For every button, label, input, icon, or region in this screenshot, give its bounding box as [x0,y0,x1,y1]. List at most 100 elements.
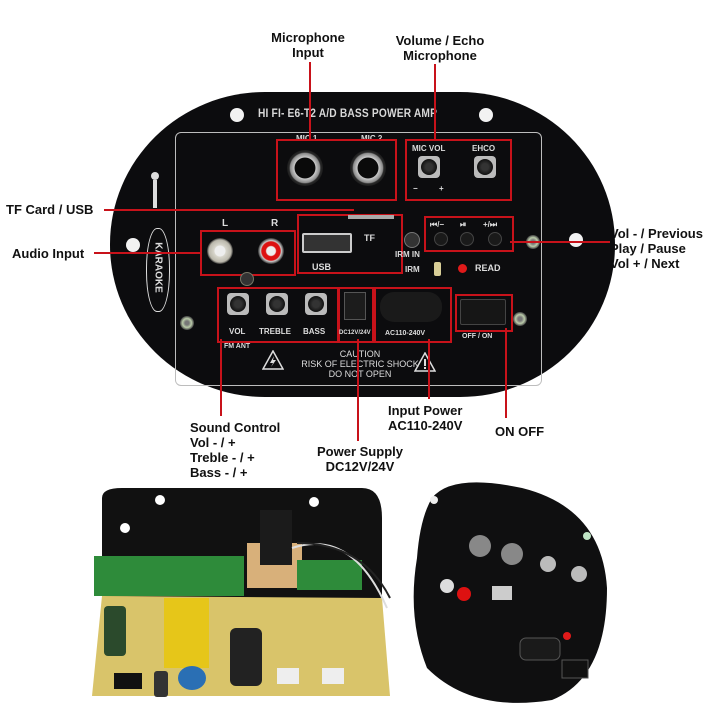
switch-label: OFF / ON [462,333,493,340]
power-switch[interactable] [460,299,506,325]
irm-sensor [434,262,441,276]
panel-screw [180,316,194,330]
usb-label: USB [312,262,332,272]
prev-label: ⏮/− [430,220,445,229]
mount-hole [126,238,140,252]
mount-hole [230,108,244,122]
ir-receiver [404,232,420,248]
caution-risk: RISK OF ELECTRIC SHOCK [301,359,419,369]
ac-label: AC110-240V [385,330,426,337]
angled-switch [561,659,589,679]
mic-jack-block [260,510,292,565]
callout-audio-input: Audio Input [12,246,85,261]
irm-in-label: IRM IN [395,250,420,259]
next-button[interactable] [488,232,502,246]
mic2-label: MIC 2 [361,134,383,143]
shock-warning-icon [262,350,284,370]
left-channel-label: L [222,218,229,229]
tf-card-slot[interactable] [348,215,394,219]
echo-knob[interactable] [474,156,496,178]
tf-label: TF [364,233,375,243]
vol-knob[interactable] [227,293,249,315]
transformer [164,598,209,668]
callout-microphone-input: Microphone Input [271,30,345,60]
next-label: +/⏭ [483,220,498,229]
mic1-jack[interactable] [287,150,323,186]
capacitor-small [154,671,168,697]
mic1-label: MIC 1 [296,134,318,143]
callout-playback: Vol - / Previous Play / Pause Vol + / Ne… [610,226,703,271]
dc-label: DC12V/24V [339,330,371,336]
amplifier-panel-angled-photo [413,482,607,703]
mount-hole [479,108,493,122]
callout-on-off: ON OFF [495,424,545,439]
mic-vol-label: MIC VOL [412,144,446,153]
rca-left-jack[interactable] [207,238,233,264]
callout-input-power: Input Power AC110-240V [388,403,463,433]
angled-mic-vol [540,556,556,572]
leader-power-supply [357,339,359,441]
treble-label: TREBLE [259,327,291,336]
mic-input-highlight [276,139,397,201]
ceramic-capacitor [178,666,206,690]
aux-jack[interactable] [240,272,254,286]
angled-mic1 [469,535,491,557]
leader-mic-input [309,62,311,139]
angled-mic2 [501,543,523,565]
angled-mount-hole [430,496,438,504]
playback-buttons-highlight [424,216,514,252]
pcb-green-small [297,560,362,590]
power-supply-highlight [338,287,374,343]
mic-vol-plus: + [439,184,444,193]
microphone-icon [151,172,159,180]
leader-playback [510,241,610,243]
irm-label: IRM [405,265,420,274]
back-plate-hole [120,523,130,533]
mount-hole [569,233,583,247]
warning-icon [414,352,436,372]
karaoke-badge: KARAOKE [146,228,170,312]
leader-input-power [428,339,430,399]
caution-do-not-open: DO NOT OPEN [328,369,392,379]
mic-vol-minus: − [413,184,418,193]
prev-button[interactable] [434,232,448,246]
microphone-icon-stem [153,180,157,208]
read-led [458,264,467,273]
play-pause-label: ⏯ [460,220,467,229]
ic-chip [114,673,142,689]
karaoke-label: KARAOKE [152,242,164,293]
back-plate-hole [155,495,165,505]
leader-tf-usb [104,209,354,211]
angled-usb [492,586,512,600]
panel-screw [513,312,527,326]
rca-right-jack[interactable] [258,238,284,264]
connector [322,668,344,684]
caution-title: CAUTION [339,349,381,359]
amplifier-board-photo [92,488,391,697]
input-power-highlight [374,287,452,343]
leader-on-off [505,328,507,418]
wires [296,542,391,599]
play-pause-button[interactable] [460,232,474,246]
capacitor [104,606,126,656]
usb-port[interactable] [302,233,352,253]
treble-knob[interactable] [266,293,288,315]
ac-power-socket[interactable] [380,292,442,322]
callout-tf-usb: TF Card / USB [6,202,94,217]
echo-label: EHCO [472,144,496,153]
callout-sound-control: Sound Control Vol - / + Treble - / + Bas… [190,420,281,480]
connector [277,668,299,684]
callout-volume-echo: Volume / Echo Microphone [395,33,485,63]
on-off-highlight [455,294,513,332]
bass-knob[interactable] [305,293,327,315]
angled-rca-left [440,579,454,593]
volume-echo-highlight [405,139,512,201]
pcb-green-module [94,556,244,596]
angled-read-led [563,632,571,640]
mic-vol-knob[interactable] [418,156,440,178]
mic2-jack[interactable] [350,150,386,186]
leader-sound-control [220,339,222,416]
panel-title: HI FI- E6-T2 A/D BASS POWER AMP [258,106,438,120]
fm-ant-label: FM ANT [224,343,251,350]
dc-power-jack[interactable] [344,292,366,320]
